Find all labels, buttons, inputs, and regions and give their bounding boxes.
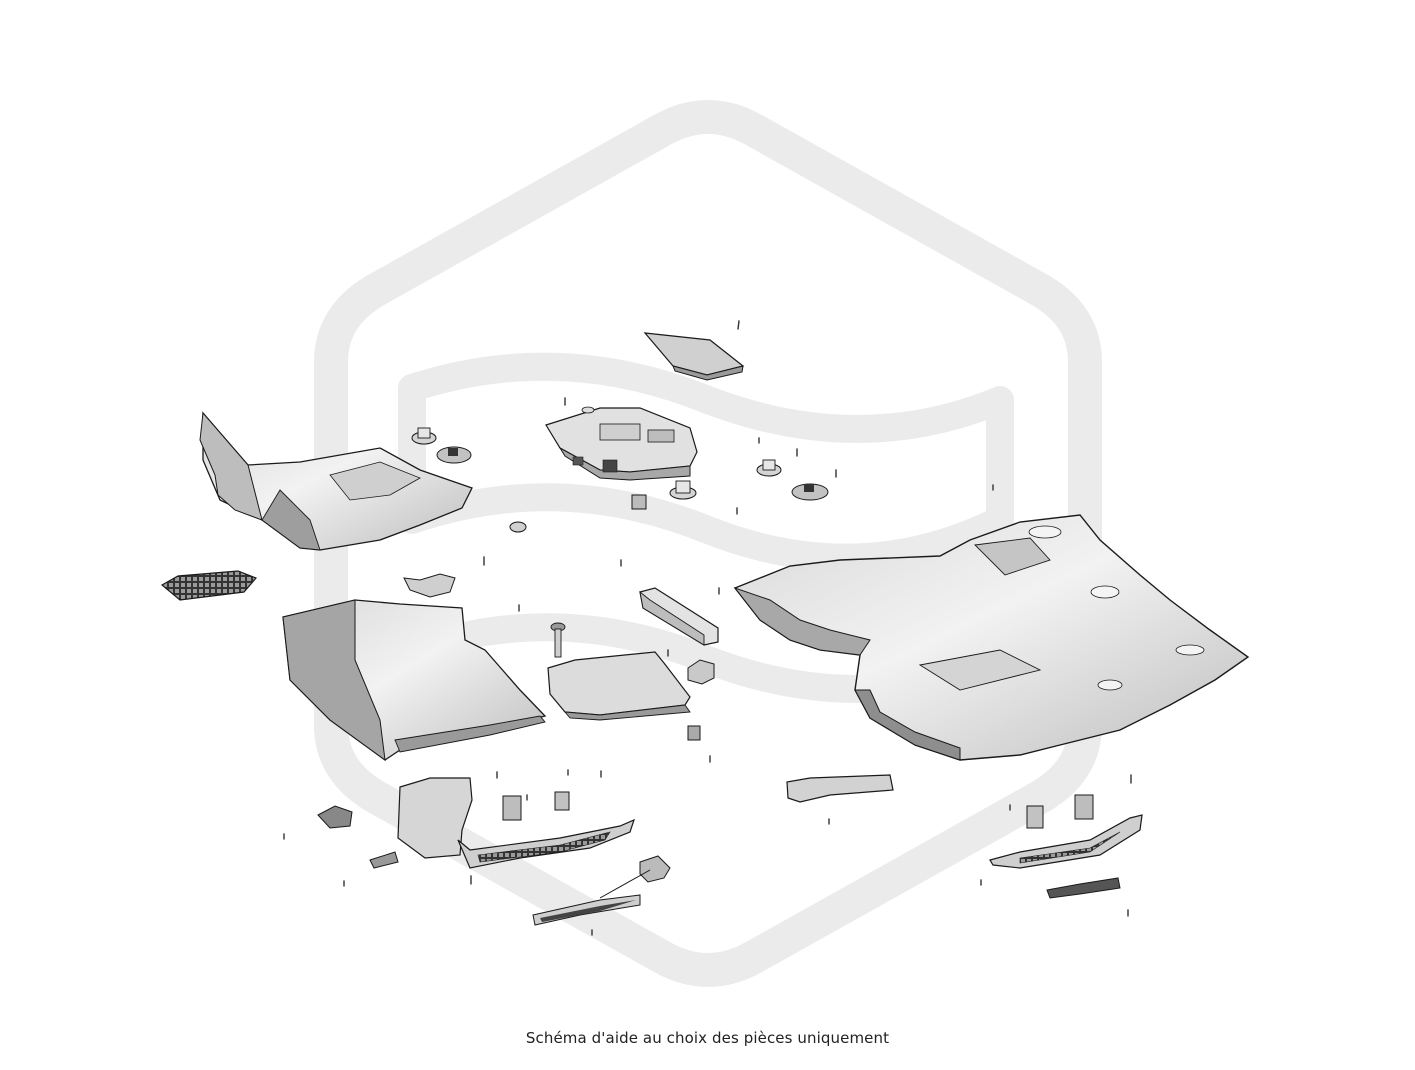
part-right-scuff-plate[interactable] (1046, 877, 1121, 899)
part-large-nut[interactable] (687, 659, 715, 685)
part-front-left-footwell[interactable] (199, 411, 473, 551)
part-clip-5[interactable] (509, 521, 527, 533)
part-tunnel-trim-strip[interactable] (786, 774, 894, 803)
part-main-floor-carpet[interactable] (733, 514, 1250, 761)
part-rear-left-footwell[interactable] (282, 599, 547, 762)
part-floor-grille[interactable] (160, 570, 258, 601)
part-center-floor-tray[interactable] (547, 651, 691, 721)
part-clip-1[interactable] (411, 427, 437, 445)
part-clip-9[interactable] (369, 851, 399, 869)
part-clip-3[interactable] (756, 459, 782, 477)
part-center-console-bracket[interactable] (545, 406, 698, 481)
part-tunnel-insulator[interactable] (639, 587, 719, 646)
part-lamp-socket[interactable] (317, 805, 353, 829)
part-bolt[interactable] (550, 622, 566, 658)
part-clip-6[interactable] (687, 725, 701, 741)
part-clip-4[interactable] (631, 494, 647, 510)
part-left-side-panel[interactable] (397, 777, 473, 859)
part-clip-2[interactable] (669, 480, 697, 500)
callout-ticks (283, 320, 1132, 936)
part-small-heat-shield[interactable] (403, 573, 456, 598)
part-right-sill-trim[interactable] (989, 814, 1143, 869)
part-clip-10[interactable] (1074, 794, 1094, 820)
part-nut-1[interactable] (436, 446, 472, 464)
part-clip-11[interactable] (1026, 805, 1044, 829)
part-left-sill-trim[interactable] (457, 818, 635, 869)
part-nut-2[interactable] (791, 483, 829, 501)
part-clip-7[interactable] (502, 795, 522, 821)
part-clip-8[interactable] (554, 791, 570, 811)
part-heat-shield-plate[interactable] (643, 332, 745, 381)
disclaimer-caption: Schéma d'aide au choix des pièces unique… (525, 1029, 890, 1047)
part-left-scuff-plate[interactable] (532, 894, 641, 926)
part-left-badge[interactable] (599, 855, 671, 899)
